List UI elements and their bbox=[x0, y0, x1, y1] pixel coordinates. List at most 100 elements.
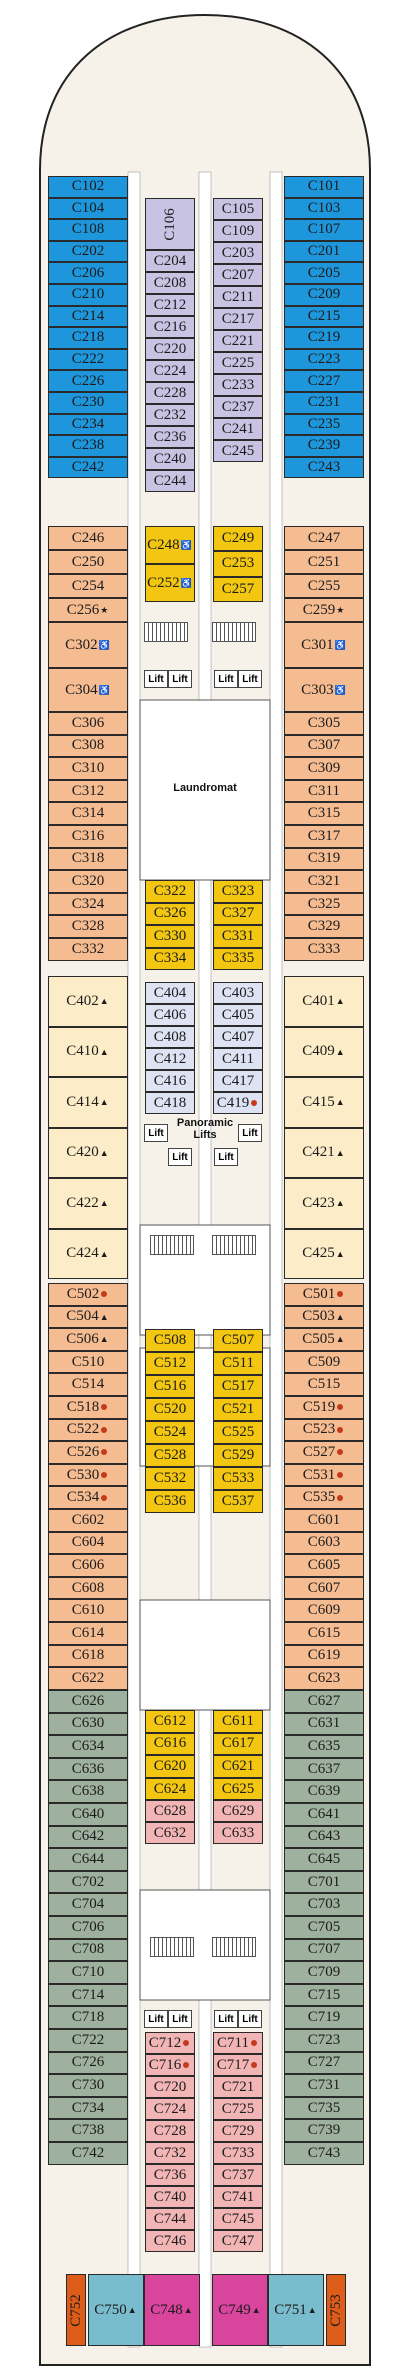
lift-7[interactable]: Lift bbox=[168, 1148, 192, 1166]
cabin-c252[interactable]: C252♿ bbox=[145, 564, 195, 602]
cabin-c745[interactable]: C745 bbox=[213, 2208, 263, 2230]
lift-5[interactable]: Lift bbox=[144, 1124, 168, 1142]
cabin-c419[interactable]: C419 bbox=[213, 1092, 263, 1114]
cabin-c527[interactable]: C527 bbox=[284, 1441, 364, 1464]
cabin-c421[interactable]: C421▲ bbox=[284, 1127, 364, 1178]
cabin-c407[interactable]: C407 bbox=[213, 1026, 263, 1048]
cabin-c209[interactable]: C209 bbox=[284, 284, 364, 306]
cabin-c248[interactable]: C248♿ bbox=[145, 526, 195, 564]
cabin-c330[interactable]: C330 bbox=[145, 925, 195, 948]
cabin-c640[interactable]: C640 bbox=[48, 1803, 128, 1826]
cabin-c425[interactable]: C425▲ bbox=[284, 1228, 364, 1279]
cabin-c322[interactable]: C322 bbox=[145, 880, 195, 903]
cabin-c512[interactable]: C512 bbox=[145, 1352, 195, 1375]
cabin-c515[interactable]: C515 bbox=[284, 1373, 364, 1396]
cabin-c752[interactable]: C752 bbox=[66, 2274, 86, 2346]
cabin-c606[interactable]: C606 bbox=[48, 1554, 128, 1577]
cabin-c401[interactable]: C401▲ bbox=[284, 976, 364, 1027]
cabin-c212[interactable]: C212 bbox=[145, 294, 195, 316]
cabin-c522[interactable]: C522 bbox=[48, 1418, 128, 1442]
cabin-c506[interactable]: C506▲ bbox=[48, 1328, 128, 1351]
cabin-c228[interactable]: C228 bbox=[145, 382, 195, 404]
cabin-c520[interactable]: C520 bbox=[145, 1398, 195, 1421]
cabin-c254[interactable]: C254 bbox=[48, 574, 128, 598]
cabin-c222[interactable]: C222 bbox=[48, 348, 128, 371]
cabin-c233[interactable]: C233 bbox=[213, 374, 263, 396]
cabin-c102[interactable]: C102 bbox=[48, 176, 128, 198]
cabin-c625[interactable]: C625 bbox=[213, 1777, 263, 1801]
cabin-c423[interactable]: C423▲ bbox=[284, 1178, 364, 1229]
cabin-c319[interactable]: C319 bbox=[284, 847, 364, 871]
cabin-c636[interactable]: C636 bbox=[48, 1757, 128, 1781]
cabin-c731[interactable]: C731 bbox=[284, 2074, 364, 2097]
cabin-c504[interactable]: C504▲ bbox=[48, 1305, 128, 1329]
cabin-c645[interactable]: C645 bbox=[284, 1848, 364, 1871]
cabin-c616[interactable]: C616 bbox=[145, 1732, 195, 1756]
cabin-c621[interactable]: C621 bbox=[213, 1755, 263, 1778]
cabin-c206[interactable]: C206 bbox=[48, 262, 128, 284]
cabin-c730[interactable]: C730 bbox=[48, 2074, 128, 2097]
cabin-c238[interactable]: C238 bbox=[48, 435, 128, 457]
cabin-c502[interactable]: C502 bbox=[48, 1283, 128, 1306]
cabin-c743[interactable]: C743 bbox=[284, 2142, 364, 2165]
cabin-c530[interactable]: C530 bbox=[48, 1463, 128, 1487]
cabin-c619[interactable]: C619 bbox=[284, 1644, 364, 1668]
cabin-c310[interactable]: C310 bbox=[48, 757, 128, 780]
cabin-c210[interactable]: C210 bbox=[48, 284, 128, 306]
cabin-c628[interactable]: C628 bbox=[145, 1800, 195, 1822]
cabin-c615[interactable]: C615 bbox=[284, 1622, 364, 1645]
cabin-c519[interactable]: C519 bbox=[284, 1396, 364, 1419]
cabin-c737[interactable]: C737 bbox=[213, 2164, 263, 2186]
cabin-c408[interactable]: C408 bbox=[145, 1026, 195, 1048]
cabin-c231[interactable]: C231 bbox=[284, 392, 364, 414]
cabin-c535[interactable]: C535 bbox=[284, 1486, 364, 1509]
cabin-c230[interactable]: C230 bbox=[48, 392, 128, 414]
cabin-c245[interactable]: C245 bbox=[213, 440, 263, 462]
cabin-c725[interactable]: C725 bbox=[213, 2098, 263, 2120]
cabin-c403[interactable]: C403 bbox=[213, 982, 263, 1004]
cabin-c533[interactable]: C533 bbox=[213, 1467, 263, 1490]
cabin-c712[interactable]: C712 bbox=[145, 2032, 195, 2054]
cabin-c526[interactable]: C526 bbox=[48, 1441, 128, 1464]
cabin-c723[interactable]: C723 bbox=[284, 2029, 364, 2052]
cabin-c742[interactable]: C742 bbox=[48, 2142, 128, 2165]
cabin-c708[interactable]: C708 bbox=[48, 1938, 128, 1962]
cabin-c406[interactable]: C406 bbox=[145, 1004, 195, 1026]
cabin-c715[interactable]: C715 bbox=[284, 1983, 364, 2007]
cabin-c704[interactable]: C704 bbox=[48, 1893, 128, 1916]
cabin-c314[interactable]: C314 bbox=[48, 802, 128, 825]
cabin-c707[interactable]: C707 bbox=[284, 1938, 364, 1962]
cabin-c603[interactable]: C603 bbox=[284, 1531, 364, 1555]
cabin-c205[interactable]: C205 bbox=[284, 262, 364, 284]
cabin-c701[interactable]: C701 bbox=[284, 1870, 364, 1894]
cabin-c208[interactable]: C208 bbox=[145, 272, 195, 294]
cabin-c417[interactable]: C417 bbox=[213, 1070, 263, 1092]
cabin-c309[interactable]: C309 bbox=[284, 757, 364, 780]
cabin-c738[interactable]: C738 bbox=[48, 2119, 128, 2142]
cabin-c637[interactable]: C637 bbox=[284, 1757, 364, 1781]
cabin-c225[interactable]: C225 bbox=[213, 352, 263, 374]
cabin-c726[interactable]: C726 bbox=[48, 2051, 128, 2075]
cabin-c641[interactable]: C641 bbox=[284, 1803, 364, 1826]
cabin-c108[interactable]: C108 bbox=[48, 219, 128, 241]
cabin-c753[interactable]: C753 bbox=[326, 2274, 346, 2346]
cabin-c301[interactable]: C301♿ bbox=[284, 622, 364, 668]
cabin-c536[interactable]: C536 bbox=[145, 1490, 195, 1513]
cabin-c721[interactable]: C721 bbox=[213, 2076, 263, 2098]
cabin-c215[interactable]: C215 bbox=[284, 305, 364, 328]
cabin-c734[interactable]: C734 bbox=[48, 2096, 128, 2120]
cabin-c728[interactable]: C728 bbox=[145, 2120, 195, 2142]
cabin-c334[interactable]: C334 bbox=[145, 947, 195, 970]
cabin-c612[interactable]: C612 bbox=[145, 1710, 195, 1733]
cabin-c718[interactable]: C718 bbox=[48, 2006, 128, 2029]
cabin-c736[interactable]: C736 bbox=[145, 2164, 195, 2186]
cabin-c227[interactable]: C227 bbox=[284, 370, 364, 392]
cabin-c240[interactable]: C240 bbox=[145, 448, 195, 470]
cabin-c644[interactable]: C644 bbox=[48, 1848, 128, 1871]
cabin-c315[interactable]: C315 bbox=[284, 802, 364, 825]
cabin-c706[interactable]: C706 bbox=[48, 1916, 128, 1939]
cabin-c714[interactable]: C714 bbox=[48, 1983, 128, 2007]
cabin-c503[interactable]: C503▲ bbox=[284, 1305, 364, 1329]
cabin-c717[interactable]: C717 bbox=[213, 2054, 263, 2076]
cabin-c257[interactable]: C257 bbox=[213, 576, 263, 602]
